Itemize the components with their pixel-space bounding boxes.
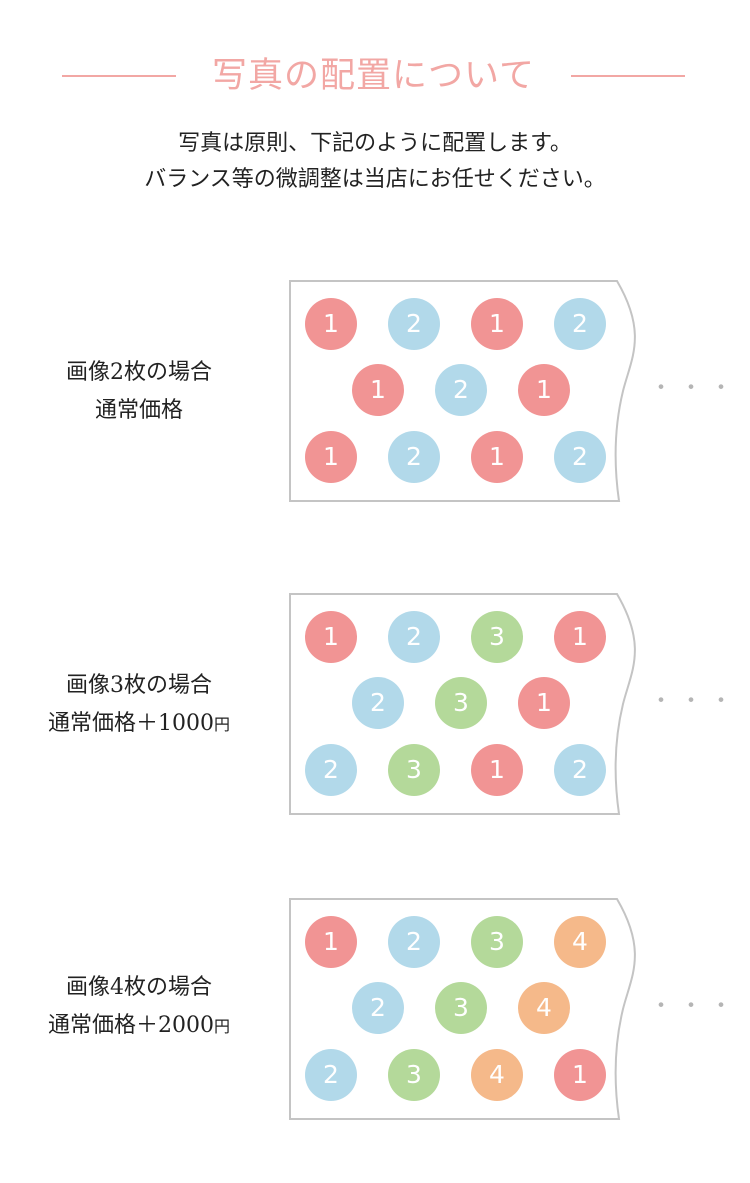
photo-dot: 3 [435, 982, 487, 1034]
pattern-label-title: 画像2枚の場合 [66, 360, 212, 385]
photo-dot: 3 [435, 677, 487, 729]
pattern-label-title: 画像4枚の場合 [66, 975, 212, 1000]
header-rule-left [62, 75, 176, 77]
photo-dot: 3 [388, 1049, 440, 1101]
photo-dot: 3 [471, 916, 523, 968]
photo-dot: 1 [471, 431, 523, 483]
pattern-label-price: 通常価格 [94, 398, 183, 423]
photo-dot: 2 [435, 364, 487, 416]
header-rule-right [571, 75, 685, 77]
intro-line-1: 写真は原則、下記のように配置します。 [178, 131, 572, 156]
photo-sheet: 1 2 3 4 2 3 4 2 3 4 1 [288, 897, 638, 1123]
intro-text: 写真は原則、下記のように配置します。 バランス等の微調整は当店にお任せください。 [0, 126, 750, 198]
pattern-4-images: 画像4枚の場合 通常価格＋2000円 1 2 3 4 2 3 4 2 3 4 1… [0, 897, 750, 1127]
pattern-3-images: 画像3枚の場合 通常価格＋1000円 1 2 3 1 2 3 1 2 3 1 2… [0, 592, 750, 822]
section-header: 写真の配置について [0, 48, 750, 104]
photo-dot: 3 [388, 744, 440, 796]
intro-line-2: バランス等の微調整は当店にお任せください。 [144, 167, 606, 192]
photo-dot: 1 [554, 611, 606, 663]
photo-dot: 1 [518, 364, 570, 416]
photo-dot: 2 [554, 431, 606, 483]
photo-dot: 2 [305, 1049, 357, 1101]
photo-dot: 2 [388, 611, 440, 663]
photo-dot: 1 [305, 431, 357, 483]
price-text: 通常価格＋1000 [47, 711, 214, 736]
photo-dot: 1 [305, 298, 357, 350]
photo-sheet: 1 2 1 2 1 2 1 1 2 1 2 [288, 279, 638, 505]
pattern-label: 画像4枚の場合 通常価格＋2000円 [0, 969, 278, 1046]
photo-dot: 1 [352, 364, 404, 416]
photo-dot: 1 [305, 611, 357, 663]
photo-dot: 2 [352, 982, 404, 1034]
photo-dot: 2 [305, 744, 357, 796]
price-text: 通常価格＋2000 [47, 1013, 214, 1038]
photo-dot: 2 [388, 298, 440, 350]
pattern-label-price: 通常価格＋2000円 [0, 1007, 278, 1046]
photo-dot: 1 [471, 744, 523, 796]
continuation-ellipsis: ・・・ [650, 376, 741, 401]
pattern-label-price: 通常価格＋1000円 [0, 705, 278, 744]
photo-dot: 2 [554, 298, 606, 350]
price-unit: 円 [213, 715, 230, 734]
photo-sheet: 1 2 3 1 2 3 1 2 3 1 2 [288, 592, 638, 818]
pattern-label-title: 画像3枚の場合 [66, 673, 212, 698]
photo-dot: 4 [554, 916, 606, 968]
continuation-ellipsis: ・・・ [650, 689, 741, 714]
photo-dot: 4 [471, 1049, 523, 1101]
photo-dot: 1 [554, 1049, 606, 1101]
continuation-ellipsis: ・・・ [650, 994, 741, 1019]
pattern-label: 画像3枚の場合 通常価格＋1000円 [0, 667, 278, 744]
photo-dot: 1 [471, 298, 523, 350]
photo-dot: 1 [518, 677, 570, 729]
photo-dot: 3 [471, 611, 523, 663]
photo-dot: 2 [554, 744, 606, 796]
photo-dot: 4 [518, 982, 570, 1034]
price-unit: 円 [213, 1017, 230, 1036]
pattern-label: 画像2枚の場合 通常価格 [0, 354, 278, 430]
photo-dot: 2 [352, 677, 404, 729]
photo-dot: 2 [388, 431, 440, 483]
photo-dot: 2 [388, 916, 440, 968]
photo-dot: 1 [305, 916, 357, 968]
pattern-2-images: 画像2枚の場合 通常価格 1 2 1 2 1 2 1 1 2 1 2 ・・・ [0, 279, 750, 509]
section-title: 写真の配置について [212, 56, 535, 96]
